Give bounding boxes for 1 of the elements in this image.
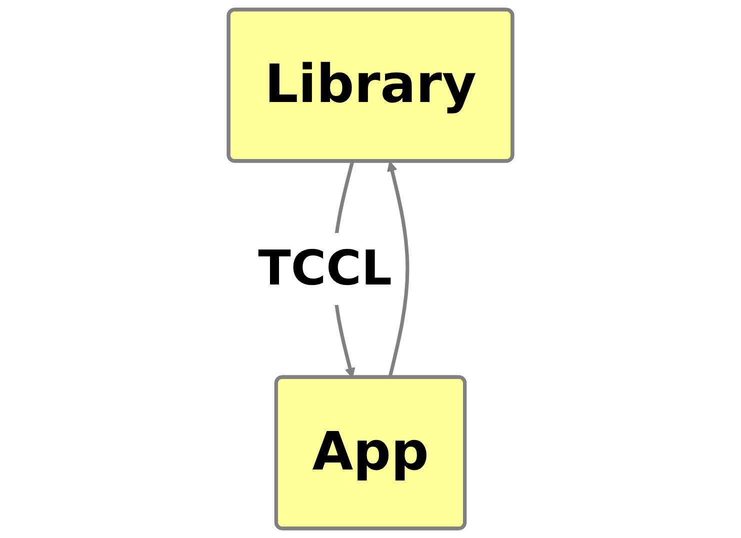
edge-label: TCCL — [258, 241, 392, 297]
